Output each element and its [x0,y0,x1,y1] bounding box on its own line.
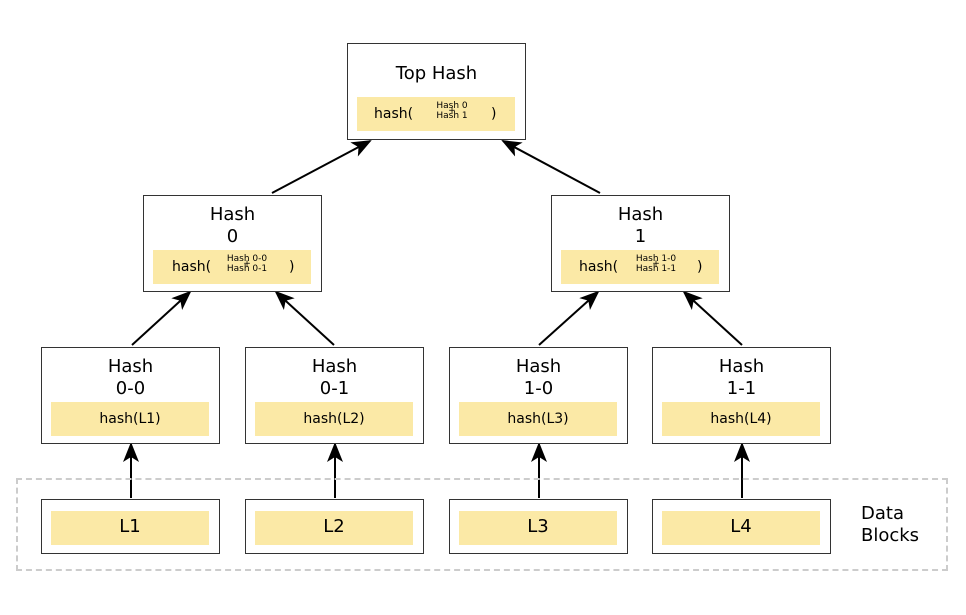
hash-0-1-title-line2: 0-1 [319,378,350,399]
top-hash-title: Top Hash [395,63,478,84]
hash-0-1-node: Hash 0-1 hash(L2) [245,347,424,444]
arrow-hash0-to-top [271,140,372,194]
hash-1-operands: Hash 1-0 + Hash 1-1 [634,255,678,274]
arrow-hash00-to-hash0 [131,290,192,346]
data-block-l1-fill: L1 [51,511,209,545]
hash-0-0-title-line2: 0-0 [115,378,146,399]
hash-1-0-title-line2: 1-0 [523,378,554,399]
data-blocks-label-line2: Blocks [861,525,920,546]
hash-1-title-line2: 1 [634,226,647,247]
hash-0-close: ) [289,259,295,275]
hash-0-1-title-line1: Hash [311,356,358,377]
hash-1-0-node: Hash 1-0 hash(L3) [449,347,628,444]
top-hash-expression: hash( Hash 0 + Hash 1 ) [357,97,515,131]
hash-1-close: ) [697,259,703,275]
top-hash-plus: + [448,106,456,116]
hash-1-title-line1: Hash [617,204,664,225]
hash-1-expression: hash( Hash 1-0 + Hash 1-1 ) [561,250,719,284]
data-block-l2: L2 [245,499,424,554]
hash-0-1-expression: hash(L2) [255,402,413,436]
hash-0-operand-a: Hash 0-0 [226,254,268,264]
hash-0-title: Hash 0 [144,204,321,248]
hash-0-plus: + [243,259,251,269]
hash-0-1-title: Hash 0-1 [246,356,423,400]
data-block-l2-fill: L2 [255,511,413,545]
hash-0-0-node: Hash 0-0 hash(L1) [41,347,220,444]
top-hash-fn: hash( [374,106,414,122]
arrow-hash10-to-hash1 [538,290,600,346]
hash-0-0-title: Hash 0-0 [42,356,219,400]
top-hash-node: Top Hash hash( Hash 0 + Hash 1 ) [347,43,526,140]
hash-0-title-line2: 0 [226,226,239,247]
hash-1-fn: hash( [579,259,619,275]
hash-1-1-title-line1: Hash [718,356,765,377]
data-block-l4-label: L4 [730,516,752,537]
hash-1-1-node: Hash 1-1 hash(L4) [652,347,831,444]
data-block-l1-label: L1 [119,516,141,537]
top-hash-operand-a: Hash 0 [436,101,468,111]
hash-1-0-expression: hash(L3) [459,402,617,436]
hash-1-0-expr-text: hash(L3) [507,411,569,427]
data-blocks-region [16,478,948,571]
hash-1-operand-b: Hash 1-1 [635,264,677,274]
top-hash-operands: Hash 0 + Hash 1 [431,102,473,121]
hash-1-title: Hash 1 [552,204,729,248]
hash-1-0-title-line1: Hash [515,356,562,377]
hash-0-node: Hash 0 hash( Hash 0-0 + Hash 0-1 ) [143,195,322,292]
hash-1-operand-a: Hash 1-0 [635,254,677,264]
arrow-hash01-to-hash0 [274,290,335,346]
hash-0-1-expr-text: hash(L2) [303,411,365,427]
data-block-l3-label: L3 [527,516,549,537]
hash-1-0-title: Hash 1-0 [450,356,627,400]
data-block-l3-fill: L3 [459,511,617,545]
data-block-l4-fill: L4 [662,511,820,545]
arrow-hash1-to-top [501,140,601,194]
data-block-l2-label: L2 [323,516,345,537]
data-blocks-label: Data Blocks [861,503,919,547]
hash-0-0-title-line1: Hash [107,356,154,377]
hash-1-1-expression: hash(L4) [662,402,820,436]
data-block-l3: L3 [449,499,628,554]
hash-1-node: Hash 1 hash( Hash 1-0 + Hash 1-1 ) [551,195,730,292]
data-block-l4: L4 [652,499,831,554]
hash-0-fn: hash( [172,259,212,275]
hash-0-title-line1: Hash [209,204,256,225]
hash-1-plus: + [652,259,660,269]
top-hash-close: ) [491,106,497,122]
hash-0-0-expr-text: hash(L1) [99,411,161,427]
arrow-hash11-to-hash1 [682,290,743,346]
hash-0-operand-b: Hash 0-1 [226,264,268,274]
data-block-l1: L1 [41,499,220,554]
hash-1-1-title-line2: 1-1 [726,378,757,399]
hash-1-1-title: Hash 1-1 [653,356,830,400]
hash-1-1-expr-text: hash(L4) [710,411,772,427]
hash-0-operands: Hash 0-0 + Hash 0-1 [225,255,269,274]
hash-0-expression: hash( Hash 0-0 + Hash 0-1 ) [153,250,311,284]
top-hash-operand-b: Hash 1 [436,111,468,121]
hash-0-0-expression: hash(L1) [51,402,209,436]
data-blocks-label-line1: Data [861,503,904,524]
